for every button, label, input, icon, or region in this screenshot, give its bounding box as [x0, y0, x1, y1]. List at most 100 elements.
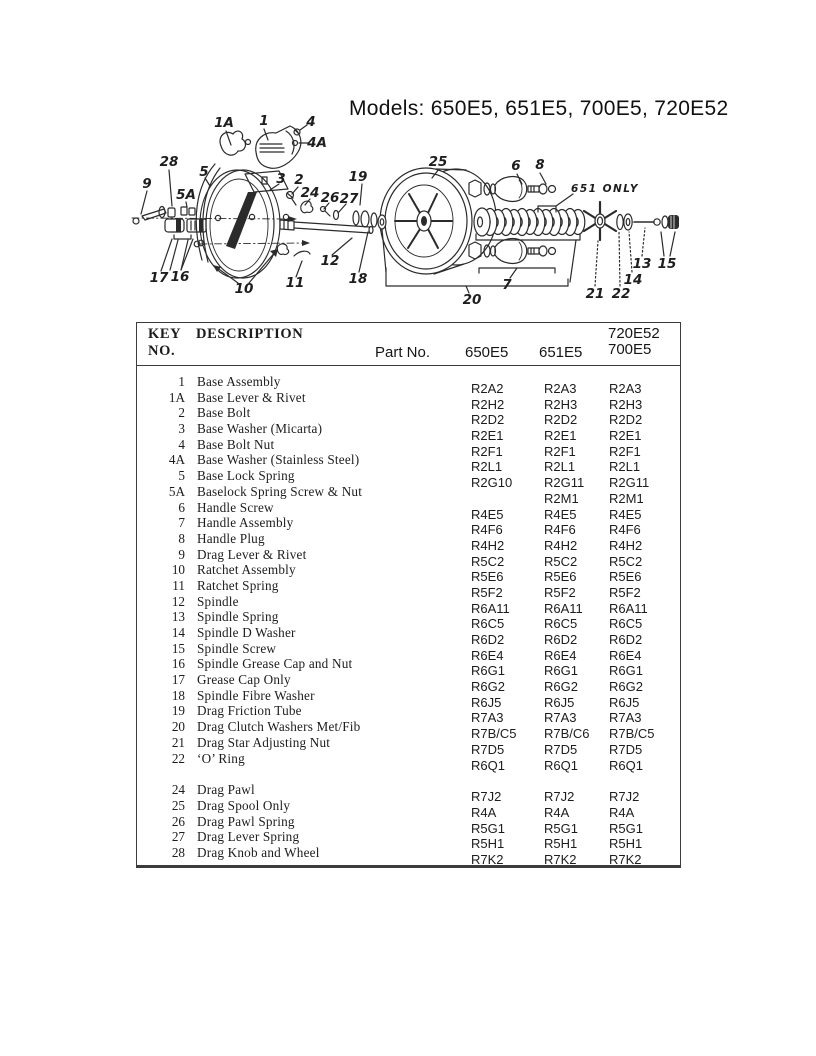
callout-26: 26 [320, 190, 340, 206]
part-700e5: R4H2 [609, 537, 643, 553]
key-no: 12 [171, 593, 185, 609]
part-650e5: R5E6 [471, 569, 504, 585]
part-651e5: R7J2 [544, 789, 575, 805]
key-no: 26 [171, 813, 185, 829]
part-700e5: R7K2 [609, 851, 642, 867]
callout-20: 20 [462, 292, 482, 308]
part-650e5: R4F6 [471, 522, 503, 538]
part-651e5: R2G11 [544, 475, 585, 491]
part-650e5: R4H2 [471, 537, 505, 553]
key-no: 27 [171, 829, 185, 845]
description: Spindle D Washer [197, 625, 296, 640]
description: Base Washer (Micarta) [197, 421, 323, 437]
part-650e5: R6J5 [471, 694, 502, 710]
callout-3: 3 [276, 171, 286, 187]
part-651e5: R7A3 [544, 710, 577, 726]
part-700e5: R6C5 [609, 616, 643, 632]
part-650e5: R6D2 [471, 632, 505, 647]
part-651e5: R2H3 [544, 396, 578, 412]
column-header-651e5: 651E5 [539, 344, 583, 361]
part-651e5: R5H1 [544, 836, 578, 852]
part-650e5: R7K2 [471, 851, 504, 867]
part-700e5: R2L1 [609, 459, 641, 475]
description: ‘O’ Ring [197, 750, 245, 766]
part-700e5: R5F2 [609, 584, 641, 600]
part-650e5: R2L1 [471, 459, 503, 475]
part-700e5: R2G11 [609, 475, 650, 491]
part-700e5: R4A [609, 804, 635, 820]
key-no: 28 [171, 844, 185, 860]
callout-2: 2 [294, 172, 304, 188]
callout-6: 6 [511, 158, 521, 174]
part-651e5: R6C5 [544, 616, 578, 632]
part-700e5: R5E6 [609, 569, 642, 585]
part-700e5: R6G2 [609, 679, 643, 695]
key-no: 5 [178, 468, 185, 484]
description: Drag Spool Only [197, 797, 291, 813]
key-no: 2 [178, 405, 185, 421]
description: Ratchet Spring [197, 577, 279, 593]
part-650e5: R2F1 [471, 443, 503, 459]
description: Drag Star Adjusting Nut [197, 734, 331, 750]
part-650e5: R6G1 [471, 663, 505, 679]
part-650e5: R6C5 [471, 616, 505, 632]
part-no-label: Part No. [375, 344, 431, 361]
part-651e5: R5F2 [544, 584, 576, 600]
description: Spindle Spring [197, 609, 279, 625]
description: Base Lock Spring [197, 468, 295, 484]
callout-8: 8 [535, 157, 545, 173]
description: Drag Clutch Washers Met/Fib [197, 719, 361, 735]
part-650e5: R2D2 [471, 412, 505, 428]
key-no: 13 [171, 609, 185, 625]
key-no: 15 [171, 640, 185, 656]
callout-21: 21 [585, 286, 605, 302]
part-650e5: R2A2 [471, 381, 504, 396]
callout-9: 9 [142, 176, 152, 192]
key-no: 1 [178, 374, 185, 389]
description: Drag Knob and Wheel [197, 844, 320, 860]
key-no: 21 [171, 734, 185, 750]
callout-5: 5 [199, 164, 209, 180]
part-650e5: R2E1 [471, 428, 504, 444]
description-column-header: DESCRIPTION [196, 326, 304, 342]
part-700e5: R6D2 [609, 632, 643, 647]
description: Spindle Screw [197, 640, 277, 656]
part-650e5: R7J2 [471, 789, 502, 805]
part-700e5: R5H1 [609, 836, 643, 852]
description: Ratchet Assembly [197, 562, 296, 578]
part-651e5: R6A11 [544, 600, 583, 616]
part-700e5: R2M1 [609, 490, 644, 506]
part-650e5: R6A11 [471, 600, 510, 616]
key-no: 6 [178, 499, 185, 515]
key-no: 9 [178, 546, 185, 562]
callout-25: 25 [428, 154, 448, 170]
description: Grease Cap Only [197, 672, 291, 688]
callout-22: 22 [611, 286, 631, 302]
part-700e5: R2D2 [609, 412, 643, 428]
part-700e5: R6J5 [609, 694, 640, 710]
key-no: 8 [178, 530, 185, 546]
part-700e5: R2A3 [609, 381, 642, 396]
callout-7: 7 [502, 277, 512, 293]
